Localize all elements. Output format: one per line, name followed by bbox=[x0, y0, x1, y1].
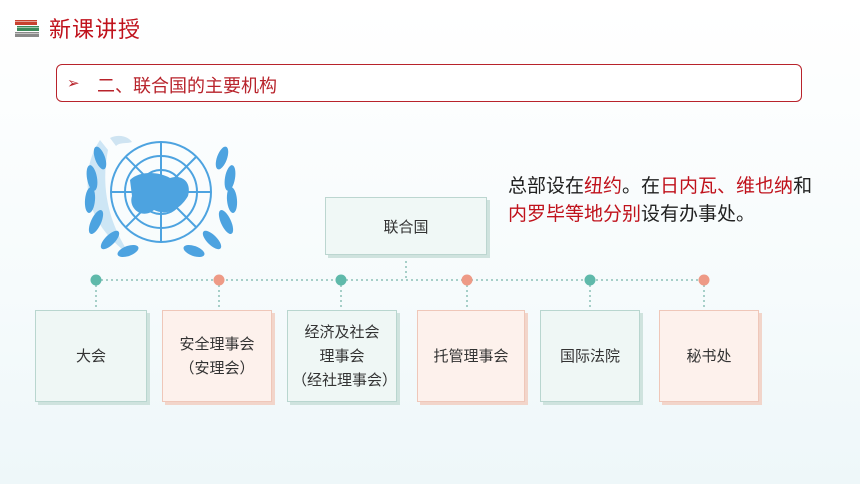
org-node-label: 托管理事会 bbox=[433, 347, 509, 365]
org-node-security-council: 安全理事会 （安理会） bbox=[162, 310, 272, 402]
org-node-trusteeship-council: 托管理事会 bbox=[417, 310, 525, 402]
node-dot bbox=[698, 274, 710, 286]
node-dot bbox=[213, 274, 225, 286]
desc-text: 总部设在 bbox=[508, 175, 585, 197]
node-dot bbox=[90, 274, 102, 286]
hq-description: 总部设在纽约。在日内瓦、维也纳和内罗毕等地分别设有办事处。 bbox=[508, 172, 828, 228]
desc-text: 设有办事处。 bbox=[641, 203, 756, 225]
page-title: 新课讲授 bbox=[49, 18, 142, 43]
books-icon bbox=[15, 20, 39, 37]
desc-highlight: 日内瓦、维也纳 bbox=[660, 175, 794, 197]
org-node-icj: 国际法院 bbox=[540, 310, 640, 402]
org-node-general-assembly: 大会 bbox=[35, 310, 147, 402]
un-emblem bbox=[84, 135, 238, 258]
org-node-label: 经济及社会 理事会 （经社理事会） bbox=[292, 323, 398, 389]
node-dot bbox=[335, 274, 347, 286]
node-dot bbox=[584, 274, 596, 286]
org-node-label: 国际法院 bbox=[559, 347, 620, 365]
org-node-ecosoc: 经济及社会 理事会 （经社理事会） bbox=[287, 310, 397, 402]
org-node-label: 大会 bbox=[75, 347, 106, 365]
org-node-label: 秘书处 bbox=[686, 347, 732, 365]
node-dot bbox=[461, 274, 473, 286]
desc-text: 和 bbox=[793, 175, 813, 197]
section-title: 二、联合国的主要机构 bbox=[97, 76, 277, 97]
org-node-label: 安全理事会 （安理会） bbox=[179, 335, 255, 377]
org-root: 联合国 bbox=[325, 197, 487, 255]
desc-highlight: 内罗毕等地分别 bbox=[508, 203, 642, 225]
desc-highlight: 纽约 bbox=[584, 175, 623, 197]
section-heading: ➢ 二、联合国的主要机构 bbox=[56, 64, 802, 102]
arrow-bullet-icon: ➢ bbox=[67, 74, 80, 92]
org-node-secretariat: 秘书处 bbox=[659, 310, 759, 402]
desc-text: 。在 bbox=[622, 175, 661, 197]
